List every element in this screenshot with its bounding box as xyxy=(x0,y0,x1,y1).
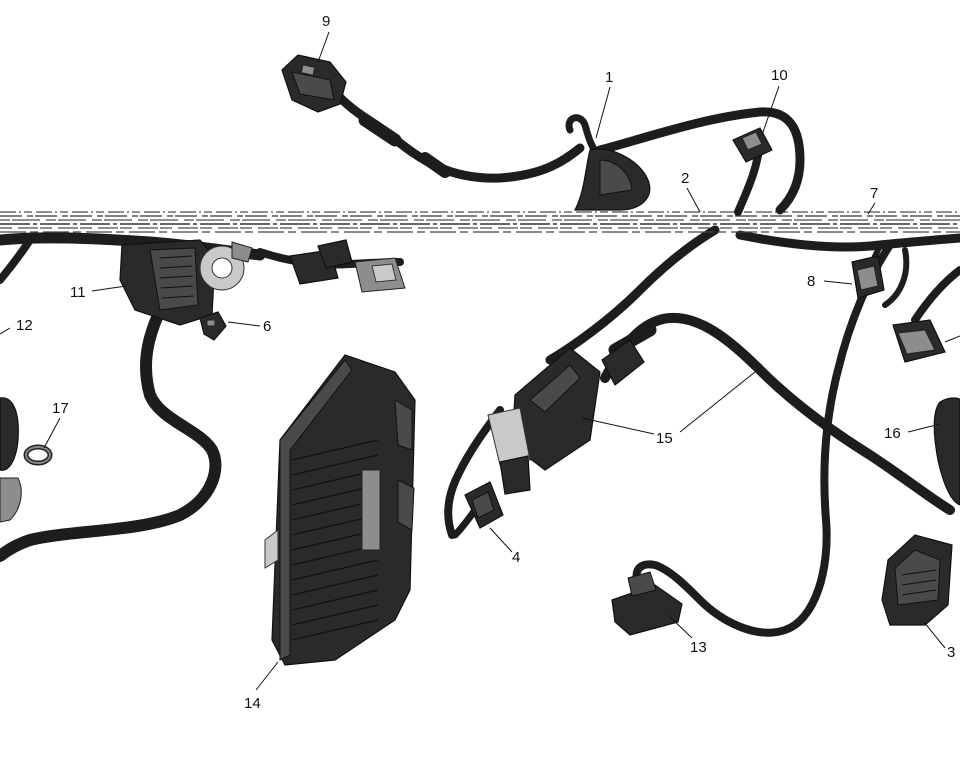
component-16 xyxy=(933,397,960,506)
callout-2: 2 xyxy=(681,170,689,187)
junction-boot-1 xyxy=(574,148,651,211)
callout-11: 11 xyxy=(70,284,86,301)
callout-7: 7 xyxy=(870,185,878,202)
callout-13: 13 xyxy=(690,639,707,656)
connector-13 xyxy=(611,571,683,636)
hose-clamp-17 xyxy=(23,444,53,466)
wire-harness xyxy=(0,87,960,637)
callout-16: 16 xyxy=(884,425,901,442)
callout-10: 10 xyxy=(771,67,788,84)
callout-12: 12 xyxy=(16,317,33,334)
connector-4 xyxy=(464,481,504,529)
connector-10 xyxy=(732,127,773,163)
connector-right-upper xyxy=(892,319,946,363)
callout-14: 14 xyxy=(244,695,261,712)
ecm-connector-11 xyxy=(119,239,253,326)
callout-8: 8 xyxy=(807,273,815,290)
callout-15: 15 xyxy=(656,430,673,447)
callout-3: 3 xyxy=(947,644,955,661)
leader-lines xyxy=(0,31,960,691)
callout-17: 17 xyxy=(52,400,69,417)
callout-4: 4 xyxy=(512,549,520,566)
callout-labels: 9 1 10 2 7 8 11 6 12 17 15 16 4 13 3 14 xyxy=(16,13,955,712)
callout-1: 1 xyxy=(605,69,613,86)
sensor-6 xyxy=(199,311,227,341)
ecm-module-14 xyxy=(264,354,416,666)
callout-9: 9 xyxy=(322,13,330,30)
harness-connector-pair xyxy=(289,239,406,293)
connector-9 xyxy=(281,54,347,113)
ignition-coil-15 xyxy=(487,339,645,495)
harness-band-dashed xyxy=(0,211,960,233)
connector-8 xyxy=(851,255,885,299)
connector-3 xyxy=(881,534,953,626)
callout-6: 6 xyxy=(263,318,271,335)
component-left-edge xyxy=(0,397,22,523)
